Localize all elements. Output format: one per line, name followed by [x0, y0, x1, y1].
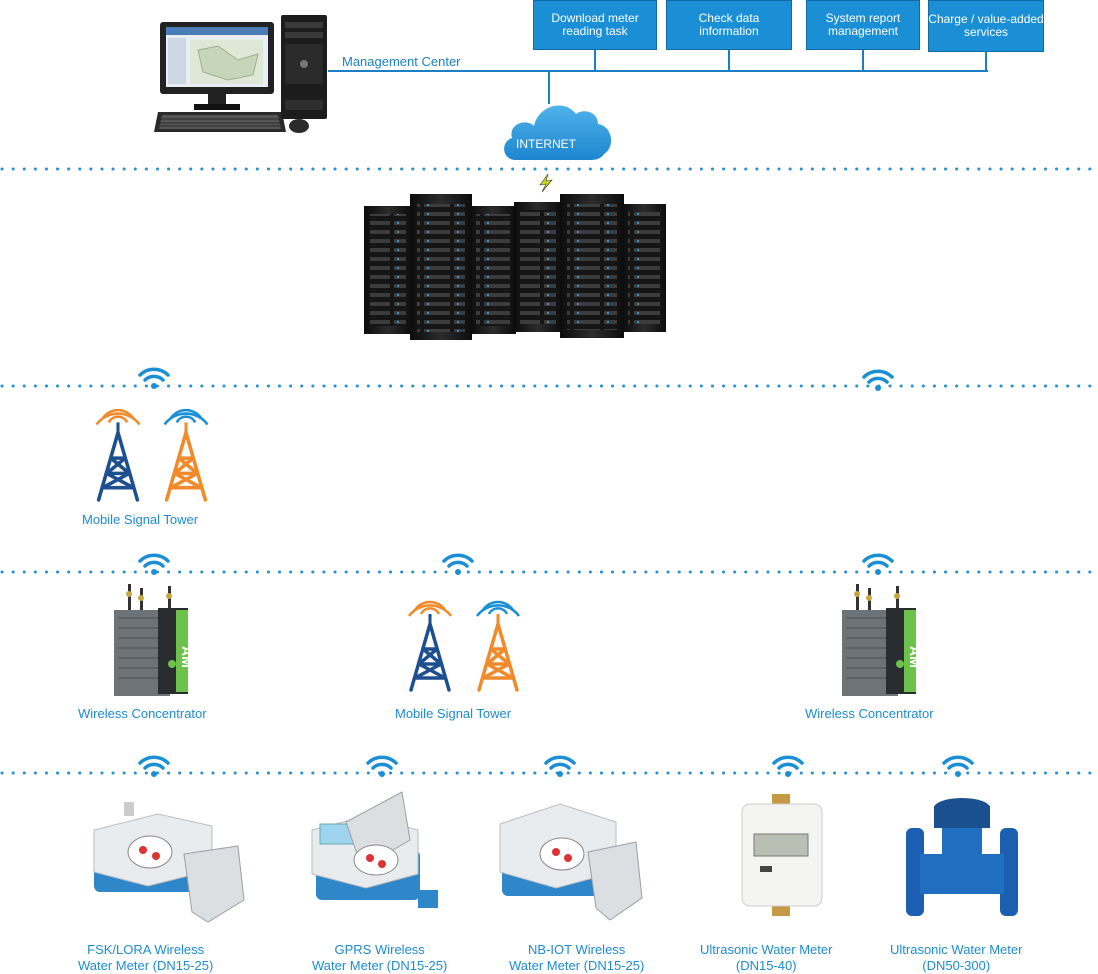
meter-ultra-small-line1: Ultrasonic Water Meter [700, 942, 833, 957]
service-download-task: Download meter reading task [533, 0, 657, 50]
meter-nbiot-line1: NB-IOT Wireless [528, 942, 626, 957]
wifi-icon [138, 366, 170, 390]
wifi-icon [138, 552, 170, 576]
pc-tower-icon [281, 15, 327, 119]
wifi-icon [544, 754, 576, 778]
internet-cloud-icon [504, 105, 612, 160]
wireless-concentrator-icon [834, 584, 924, 700]
signal-tower-blue-icon [404, 594, 456, 694]
management-bus-line [328, 50, 988, 104]
tower-mid-label: Mobile Signal Tower [395, 706, 512, 721]
mouse-icon [289, 119, 309, 133]
meter-ultra-small-label: Ultrasonic Water Meter (DN15-40) [700, 942, 832, 974]
meter-ultra-large-line2: (DN50-300) [922, 958, 991, 973]
meter-ultra-small-line2: (DN15-40) [735, 958, 797, 973]
signal-tower-orange-icon [160, 402, 212, 504]
meter-gprs-line1: GPRS Wireless [334, 942, 425, 957]
meter-fsk-line1: FSK/LORA Wireless [87, 942, 205, 957]
water-meter-gprs-image [311, 791, 438, 908]
meter-gprs-label: GPRS Wireless Water Meter (DN15-25) [312, 942, 447, 974]
wifi-icon [942, 754, 974, 778]
concentrator-left-label: Wireless Concentrator [78, 706, 207, 721]
wifi-icon [862, 368, 894, 392]
meter-nbiot-line2: Water Meter (DN15-25) [509, 958, 645, 973]
signal-tower-orange-icon [472, 594, 524, 694]
computer-monitor-icon [160, 22, 274, 110]
meter-nbiot-label: NB-IOT Wireless Water Meter (DN15-25) [509, 942, 644, 974]
meter-gprs-line2: Water Meter (DN15-25) [312, 958, 448, 973]
water-meter-nbiot-image [499, 803, 643, 921]
wifi-icon [138, 754, 170, 778]
service-charge: Charge / value-added services [928, 0, 1044, 52]
management-center-label: Management Center [342, 54, 461, 69]
meter-ultra-large-line1: Ultrasonic Water Meter [890, 942, 1023, 957]
wifi-icon [862, 552, 894, 576]
lightning-icon [539, 173, 553, 193]
meter-ultra-large-label: Ultrasonic Water Meter (DN50-300) [890, 942, 1022, 974]
internet-label: INTERNET [516, 137, 576, 151]
service-system-report: System report management [806, 0, 920, 50]
server-rack-icon [364, 194, 666, 340]
divider-1 [0, 167, 1098, 171]
signal-tower-blue-icon [92, 402, 144, 504]
keyboard-icon [154, 112, 286, 132]
water-meter-fsk-lora-image [93, 802, 245, 923]
wireless-concentrator-icon [106, 584, 196, 700]
concentrator-right-label: Wireless Concentrator [805, 706, 934, 721]
meter-fsk-line2: Water Meter (DN15-25) [78, 958, 214, 973]
ultrasonic-meter-small-image [741, 794, 823, 916]
wifi-icon [772, 754, 804, 778]
meter-fsk-label: FSK/LORA Wireless Water Meter (DN15-25) [78, 942, 213, 974]
tower-left-label: Mobile Signal Tower [82, 512, 199, 527]
ultrasonic-meter-large-image [906, 798, 1018, 916]
wifi-icon [366, 754, 398, 778]
service-check-data: Check data information [666, 0, 792, 50]
wifi-icon [442, 552, 474, 576]
